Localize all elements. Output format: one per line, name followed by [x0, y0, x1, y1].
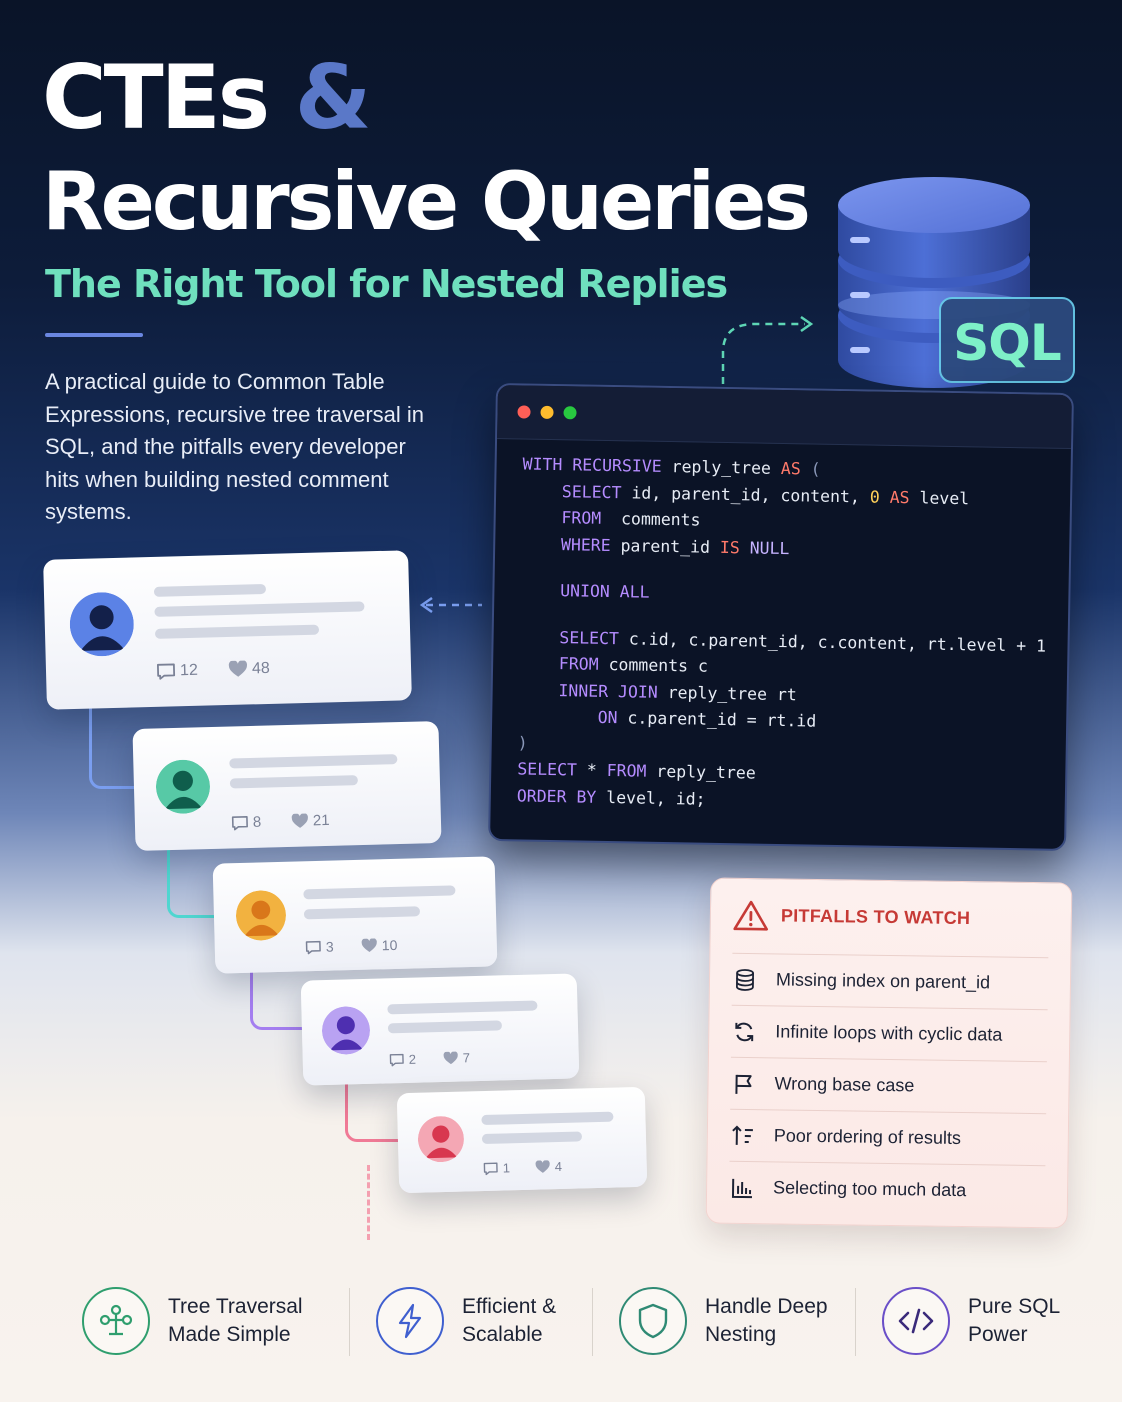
title-divider [45, 333, 143, 337]
pitfall-item: Missing index on parent_id [731, 952, 1049, 1010]
pitfall-item: Selecting too much data [728, 1160, 1046, 1218]
avatar [69, 591, 135, 657]
comment-icon [156, 663, 176, 680]
reply-count[interactable]: 2 [389, 1052, 416, 1068]
warning-icon [733, 900, 769, 931]
heart-icon [228, 660, 247, 677]
reply-count[interactable]: 1 [483, 1160, 510, 1176]
pitfall-item: Infinite loops with cyclic data [730, 1004, 1048, 1062]
comment-card[interactable]: 3 10 [212, 856, 498, 974]
heart-icon [361, 937, 377, 952]
shield-icon [638, 1303, 668, 1339]
feature-divider [855, 1288, 856, 1356]
bar-chart-icon [731, 1178, 752, 1198]
like-count[interactable]: 4 [535, 1159, 562, 1175]
title-line-1: CTEs & [42, 46, 372, 149]
tree-continuation [367, 1165, 370, 1240]
lightning-icon [398, 1303, 422, 1339]
feature-divider [349, 1288, 350, 1356]
comment-icon [305, 940, 321, 954]
subtitle: The Right Tool for Nested Replies [45, 262, 728, 306]
title-ampersand: & [294, 46, 372, 149]
database-icon [736, 968, 755, 991]
flow-arrow-to-comments [419, 596, 482, 614]
minimize-dot-icon[interactable] [540, 405, 554, 419]
flag-icon [735, 1074, 752, 1094]
comment-icon [483, 1162, 498, 1175]
heart-icon [535, 1159, 550, 1173]
flow-arrow-to-db [721, 315, 814, 384]
title-line-2: Recursive Queries [42, 155, 811, 248]
refresh-icon [735, 1022, 754, 1041]
feature-divider [592, 1288, 593, 1356]
comment-card[interactable]: 8 21 [132, 721, 442, 851]
tree-connector [345, 1080, 400, 1142]
comment-card[interactable]: 12 48 [43, 550, 412, 710]
database-illustration [838, 177, 1075, 388]
reply-count[interactable]: 8 [231, 814, 262, 832]
pitfall-item: Wrong base case [730, 1056, 1047, 1114]
heart-icon [443, 1051, 458, 1064]
tree-icon [99, 1304, 133, 1336]
sql-code: WITH RECURSIVE reply_tree AS ( SELECT id… [516, 454, 1047, 809]
maximize-dot-icon[interactable] [563, 406, 577, 420]
like-count[interactable]: 21 [291, 812, 330, 830]
avatar [321, 1006, 370, 1055]
tree-connector [250, 968, 302, 1030]
avatar [417, 1116, 464, 1163]
sql-code-window: WITH RECURSIVE reply_tree AS ( SELECT id… [488, 382, 1074, 852]
comment-icon [389, 1053, 404, 1066]
window-titlebar [497, 385, 1072, 450]
code-icon [898, 1308, 934, 1334]
avatar [155, 759, 210, 814]
comment-icon [231, 815, 248, 830]
comment-card[interactable]: 1 4 [396, 1086, 648, 1194]
intro-paragraph: A practical guide to Common Table Expres… [45, 369, 425, 524]
pitfall-item: Poor ordering of results [729, 1108, 1047, 1166]
sql-badge: SQL [953, 314, 1061, 372]
reply-count[interactable]: 3 [305, 939, 334, 956]
tree-connector [89, 705, 135, 789]
avatar [235, 890, 286, 941]
pitfalls-header: PITFALLS TO WATCH [733, 899, 971, 934]
like-count[interactable]: 10 [361, 937, 398, 954]
like-count[interactable]: 48 [228, 660, 270, 679]
sort-icon [732, 1124, 753, 1145]
tree-connector [167, 848, 215, 918]
pitfalls-panel: PITFALLS TO WATCH Missing index on paren… [705, 877, 1073, 1229]
heart-icon [291, 812, 308, 828]
feature-efficient: Efficient &Scalable [376, 1285, 556, 1357]
comment-card[interactable]: 2 7 [300, 973, 580, 1086]
reply-count[interactable]: 12 [156, 662, 198, 681]
close-dot-icon[interactable] [517, 405, 531, 419]
like-count[interactable]: 7 [443, 1050, 470, 1066]
